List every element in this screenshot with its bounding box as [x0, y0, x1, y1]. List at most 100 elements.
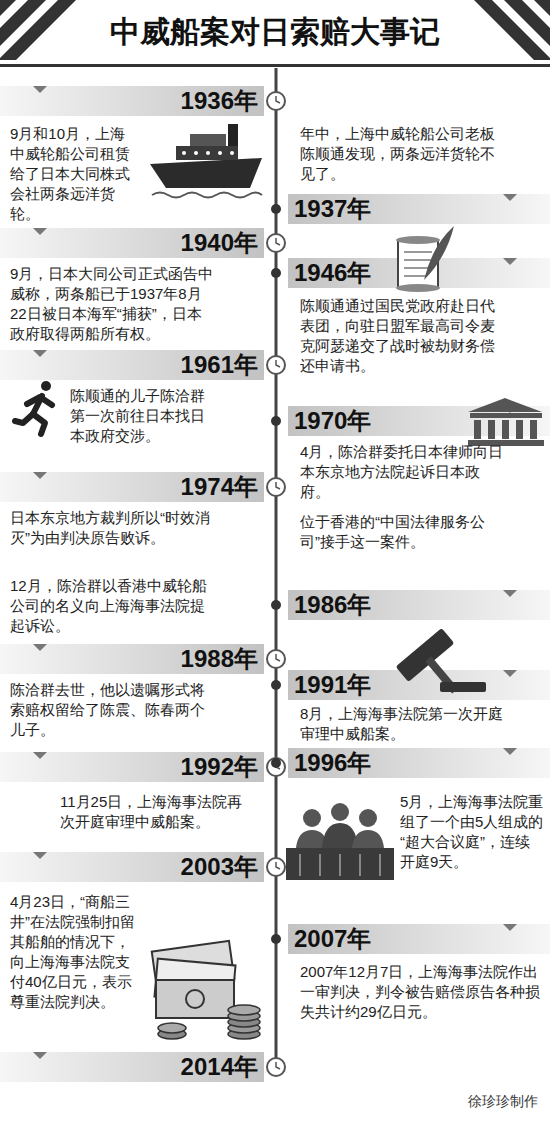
event-text: 陈顺通的儿子陈洽群第一次前往日本找日本政府交涉。: [70, 386, 216, 446]
dot-marker: [271, 416, 281, 426]
event-text: 2007年12月7日，上海海事法院作出一审判决，判令被告赔偿原告各种损失共计约2…: [300, 962, 540, 1022]
clock-marker: [267, 858, 285, 876]
year-band: 1992年: [179, 752, 260, 782]
bar-notch: [503, 748, 517, 755]
year-bar: [0, 752, 264, 782]
bar-notch: [33, 644, 47, 651]
dot-marker: [271, 600, 281, 610]
year-bar: [0, 852, 264, 882]
year-band: 2007年: [292, 924, 373, 954]
dot-marker: [271, 268, 281, 278]
event-text: 5月，上海海事法院重组了一个由5人组成的“超大合议庭”，连续开庭9天。: [400, 792, 544, 872]
year-band: 1940年: [179, 228, 260, 258]
year-bar: [288, 924, 550, 954]
courthouse-icon: [468, 398, 544, 446]
clock-marker: [267, 478, 285, 496]
year-band: 2003年: [179, 852, 260, 882]
scroll-quill-icon: [396, 226, 454, 292]
clock-hands: [276, 1062, 280, 1069]
year-text: 1996年: [294, 749, 371, 776]
year-text: 1936年: [181, 87, 258, 114]
year-band: 1988年: [179, 644, 260, 674]
clock-hands: [276, 862, 280, 869]
year-band: 2014年: [179, 1052, 260, 1082]
bar-notch: [503, 924, 517, 931]
year-text: 1988年: [181, 645, 258, 672]
year-text: 1961年: [181, 351, 258, 378]
year-band: 1946年: [292, 258, 373, 288]
clock-hands: [276, 238, 280, 245]
clock-marker: [267, 356, 285, 374]
year-bar: [0, 350, 264, 380]
year-bar: [288, 748, 550, 778]
money-icon: [152, 941, 260, 1039]
year-bar: [0, 472, 264, 502]
clock-marker: [267, 650, 285, 668]
year-bar: [288, 590, 550, 620]
timeline-markers: [267, 92, 285, 1076]
bar-notch: [33, 228, 47, 235]
year-band: 1991年: [292, 670, 373, 700]
year-text: 1986年: [294, 591, 371, 618]
year-text: 1946年: [294, 259, 371, 286]
clock-marker: [267, 234, 285, 252]
bar-notch: [503, 194, 517, 201]
year-text: 1992年: [181, 753, 258, 780]
bar-notch: [33, 472, 47, 479]
year-text: 2007年: [294, 925, 371, 952]
bar-notch: [503, 590, 517, 597]
dot-marker: [271, 204, 281, 214]
gavel-icon: [396, 628, 486, 710]
event-text: 4月23日，“商船三井”在法院强制扣留其船舶的情况下，向上海海事法院支付40亿日…: [10, 892, 142, 1012]
year-text: 2003年: [181, 853, 258, 880]
event-text: 年中，上海中威轮船公司老板陈顺通发现，两条远洋货轮不见了。: [300, 124, 496, 184]
year-text: 1940年: [181, 229, 258, 256]
year-bar: [0, 644, 264, 674]
year-text: 1970年: [294, 407, 371, 434]
year-bar: [0, 228, 264, 258]
year-bar: [288, 670, 550, 700]
judges-bench-icon: [286, 803, 394, 880]
bar-notch: [33, 86, 47, 93]
title-stripes: [0, 0, 550, 60]
year-text: 1937年: [294, 195, 371, 222]
clock-hands: [276, 654, 280, 661]
clock-hands: [276, 482, 280, 489]
clock-marker: [267, 1058, 285, 1076]
year-bar: [0, 86, 264, 116]
event-text: 12月，陈洽群以香港中威轮船公司的名义向上海海事法院提起诉讼。: [10, 576, 216, 636]
year-bar: [288, 194, 550, 224]
bar-notch: [33, 1052, 47, 1059]
event-text: 陈顺通通过国民党政府赴日代表团，向驻日盟军最高司令麦克阿瑟递交了战时被劫财务偿还…: [300, 296, 496, 376]
bar-notch: [33, 852, 47, 859]
clock-marker: [267, 92, 285, 110]
bar-notch: [33, 350, 47, 357]
event-text: 9月，日本大同公司正式函告中威称，两条船已于1937年8月22日被日本海军“捕获…: [10, 264, 216, 344]
clock-hands: [276, 96, 280, 103]
event-text: 8月，上海海事法院第一次开庭审理中威船案。: [300, 704, 510, 744]
clock-marker: [267, 758, 285, 776]
timeline-axis: [275, 68, 278, 1067]
year-text: 2014年: [181, 1053, 258, 1080]
dot-marker: [271, 758, 281, 768]
year-text: 1974年: [181, 473, 258, 500]
year-text: 1991年: [294, 671, 371, 698]
dot-marker: [271, 680, 281, 690]
bar-notch: [33, 752, 47, 759]
bar-notch: [503, 258, 517, 265]
event-text: 11月25日，上海海事法院再次开庭审理中威船案。: [60, 792, 256, 832]
ship-icon: [150, 124, 262, 198]
year-band: 1936年: [179, 86, 260, 116]
title-rule: [0, 64, 550, 67]
clock-hands: [276, 360, 280, 367]
year-band: 1961年: [179, 350, 260, 380]
year-band: 1970年: [292, 406, 373, 436]
event-text: 陈洽群去世，他以遗嘱形式将索赔权留给了陈震、陈春两个儿子。: [10, 680, 206, 740]
bar-notch: [503, 670, 517, 677]
running-man-icon: [15, 381, 52, 434]
year-bar: [0, 1052, 264, 1082]
year-band: 1937年: [292, 194, 373, 224]
event-text: 日本东京地方裁判所以“时效消灭”为由判决原告败诉。: [10, 508, 216, 548]
year-band: 1974年: [179, 472, 260, 502]
